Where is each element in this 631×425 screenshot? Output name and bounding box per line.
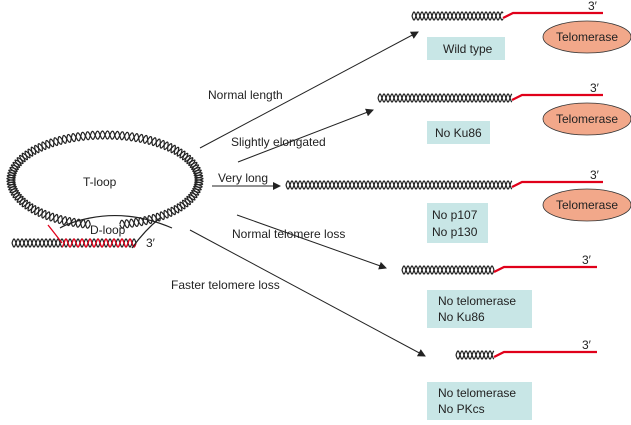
- d-loop-label: D-loop: [90, 223, 126, 237]
- telomerase-enzyme: [542, 188, 631, 222]
- t-loop-helix: [6, 130, 204, 229]
- genotype-label: No p130: [432, 225, 478, 239]
- overhang-strand: [511, 180, 603, 188]
- label-box: [427, 121, 490, 144]
- dna-helix: [285, 180, 513, 190]
- genotype-label: No telomerase: [438, 386, 516, 400]
- telomerase-label: Telomerase: [556, 30, 618, 44]
- path-label: Faster telomere loss: [171, 278, 280, 292]
- t-loop-structure: [6, 130, 204, 249]
- dna-helix: [455, 350, 495, 360]
- arrow-slightly-elongated: [237, 108, 374, 163]
- arrow-normal-length: [199, 31, 419, 149]
- label-box: [427, 37, 505, 60]
- overhang-strand: [493, 265, 597, 273]
- three-prime-label: 3′: [590, 81, 600, 95]
- dna-helix: [401, 265, 495, 275]
- path-label: Normal length: [208, 88, 283, 102]
- dna-helix: [401, 265, 495, 275]
- dna-helix: [411, 11, 504, 21]
- dna-helix: [59, 238, 137, 248]
- path-label: Very long: [218, 171, 268, 185]
- dna-helix: [377, 93, 513, 103]
- arrow-faster-loss: [189, 229, 426, 357]
- dna-helix: [285, 180, 513, 190]
- genotype-label: No p107: [432, 208, 478, 222]
- three-prime-label: 3′: [582, 253, 592, 267]
- genotype-label: No Ku86: [435, 126, 482, 140]
- genotype-label: No Ku86: [438, 310, 485, 324]
- telomerase-label: Telomerase: [556, 198, 618, 212]
- invading-strand: [61, 238, 137, 248]
- telomerase-enzyme: [542, 102, 631, 136]
- t-loop-label: T-loop: [83, 175, 117, 189]
- genotype-label: No telomerase: [438, 294, 516, 308]
- circle-3prime-label: 3′: [146, 236, 156, 250]
- telomerase-enzyme: [542, 20, 631, 54]
- three-prime-label: 3′: [590, 168, 600, 182]
- overhang-strand: [493, 350, 597, 358]
- arrow-normal-loss: [236, 214, 387, 270]
- path-label: Normal telomere loss: [232, 227, 345, 241]
- genotype-label: No PKcs: [438, 402, 485, 416]
- dna-helix: [377, 93, 513, 103]
- d-loop-strand: [59, 214, 173, 229]
- invading-strand: [47, 224, 63, 244]
- dna-helix: [11, 238, 61, 248]
- genotype-label: Wild type: [443, 42, 493, 56]
- three-prime-label: 3′: [588, 0, 598, 13]
- telomerase-label: Telomerase: [556, 112, 618, 126]
- dna-helix: [455, 350, 495, 360]
- label-box: [427, 290, 532, 328]
- label-box: [427, 203, 488, 243]
- three-prime-label: 3′: [582, 338, 592, 352]
- label-box: [427, 382, 532, 420]
- overhang-strand: [502, 11, 603, 19]
- path-label: Slightly elongated: [231, 135, 326, 149]
- d-loop-strand: [131, 217, 161, 249]
- overhang-strand: [511, 93, 603, 101]
